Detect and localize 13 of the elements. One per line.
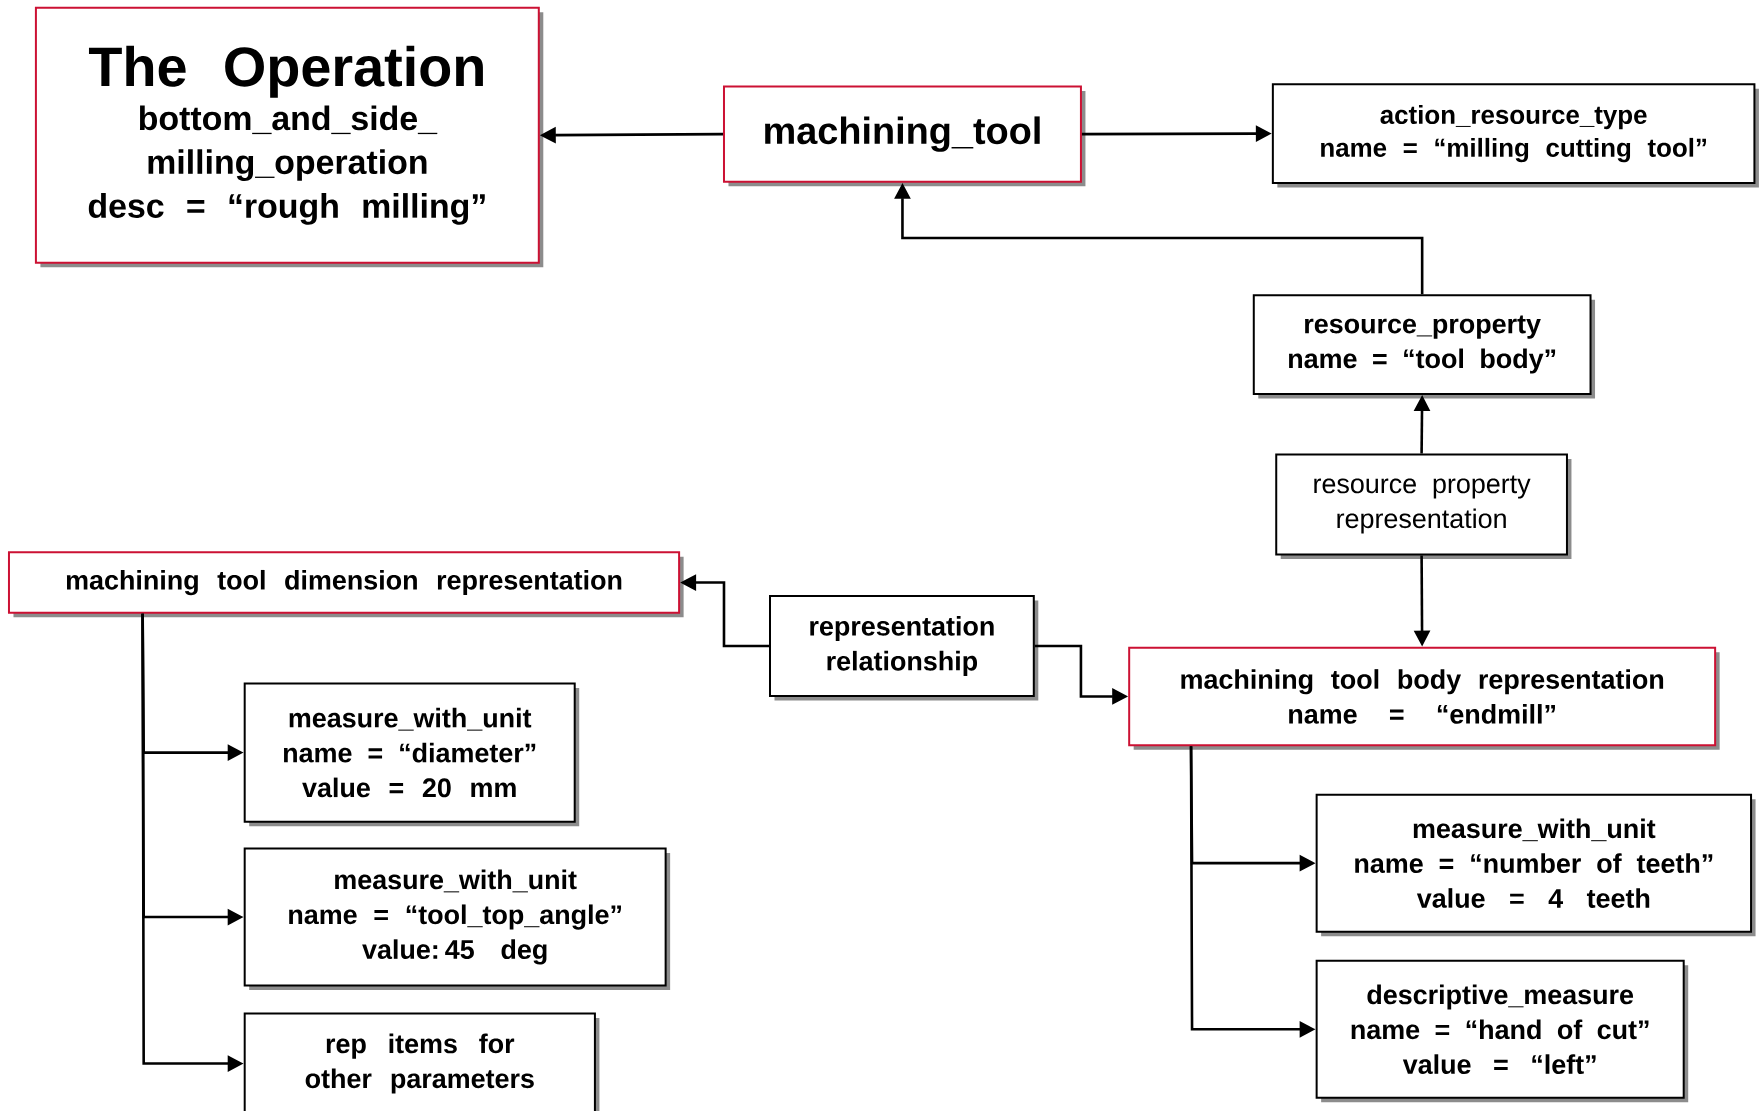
process-box: machining tool body representation name = “endmill” <box>1128 646 1720 750</box>
process-box: rep items for other parameters <box>243 1012 600 1111</box>
process-box: machining tool dimension representation <box>7 551 684 618</box>
process-box: measure_with_unit name = “tool_top_angle” value: 45 deg <box>243 847 671 990</box>
process-box: measure_with_unit name = “number of teeth” value = 4 teeth <box>1315 793 1756 937</box>
process-box: resource property representation <box>1275 453 1572 559</box>
process-box: descriptive_measure name = “hand of cut” value = “left” <box>1315 959 1689 1103</box>
process-box: machining_tool <box>723 85 1086 187</box>
process-box: representation relationship <box>769 594 1039 701</box>
process-box: resource_property name = “tool body” <box>1252 294 1596 399</box>
process-box: action_resource_type name = “milling cutting tool” <box>1271 83 1759 188</box>
process-box: measure_with_unit name = “diameter” value = 20 mm <box>243 682 580 827</box>
process-box: The Operation bottom_and_side_ milling_operation desc = “rough milling” <box>34 6 544 268</box>
